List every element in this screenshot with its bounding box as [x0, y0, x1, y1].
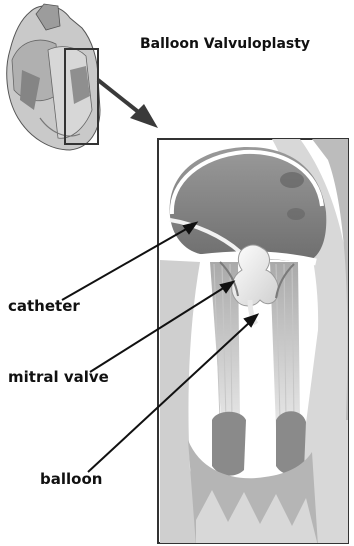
- diagram-title: Balloon Valvuloplasty: [140, 36, 310, 52]
- heart-thumbnail: [7, 4, 100, 150]
- catheter-label: catheter: [8, 297, 80, 315]
- zoom-arrow: [98, 80, 158, 128]
- zoomed-heart-section: [158, 139, 352, 546]
- balloon-label: balloon: [40, 470, 102, 488]
- mitral-valve-label: mitral valve: [8, 368, 109, 386]
